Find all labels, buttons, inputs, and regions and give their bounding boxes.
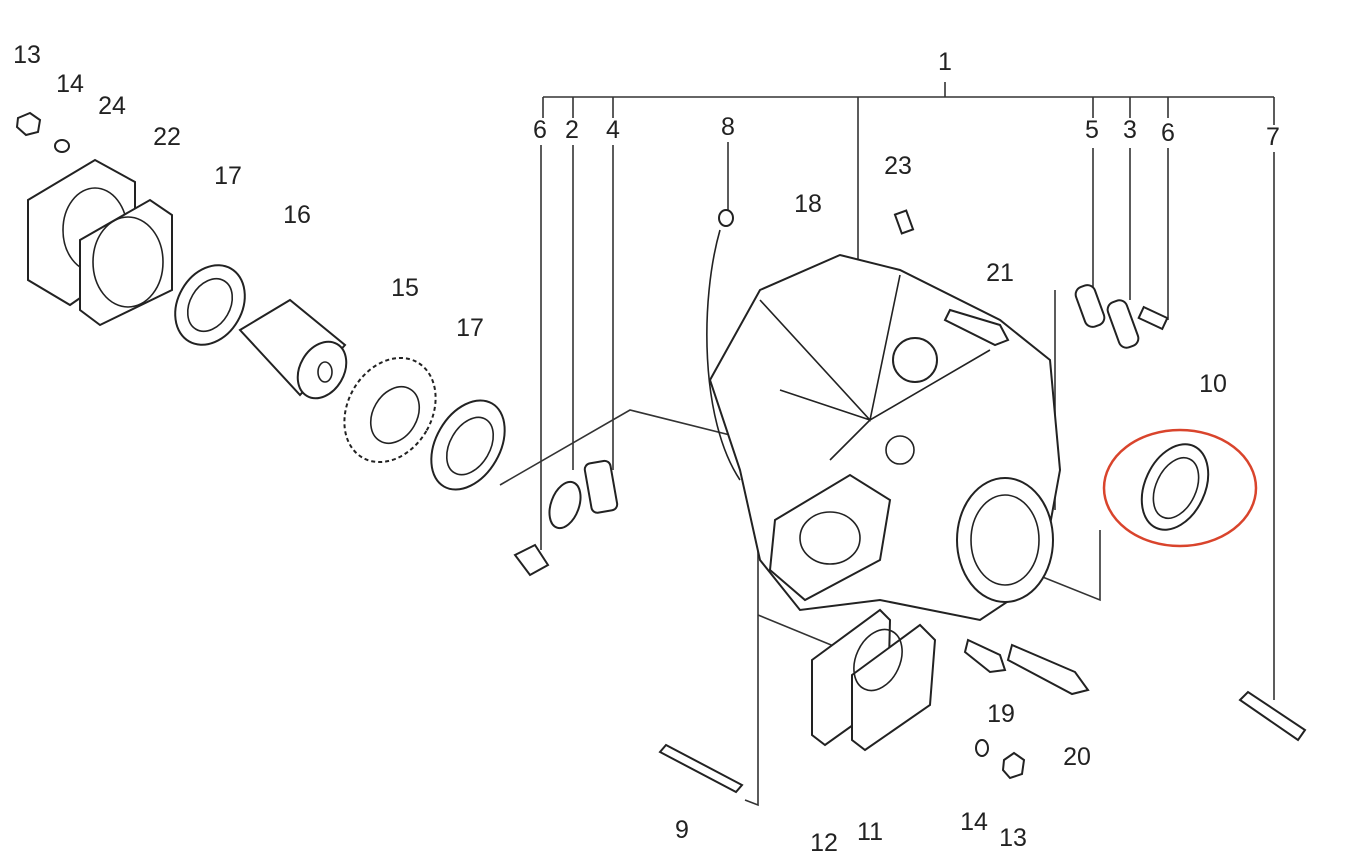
label-23: 23 xyxy=(884,152,912,180)
bolt-19 xyxy=(963,638,1007,674)
label-24: 24 xyxy=(98,92,126,120)
sleeve-16 xyxy=(238,298,348,400)
oring-8 xyxy=(718,209,734,227)
washer-14b xyxy=(975,739,989,757)
label-8: 8 xyxy=(721,113,735,141)
label-12: 12 xyxy=(810,829,838,857)
bolt-21 xyxy=(943,308,1010,347)
stud-7 xyxy=(1238,690,1307,742)
label-5: 5 xyxy=(1085,116,1099,144)
label-6: 6 xyxy=(533,116,547,144)
bearing-17b xyxy=(430,399,506,491)
washer-14 xyxy=(54,139,70,153)
bolt-20 xyxy=(1006,643,1090,696)
label-14-second: 14 xyxy=(960,808,988,836)
label-22: 22 xyxy=(153,123,181,151)
label-7: 7 xyxy=(1266,123,1280,151)
label-4: 4 xyxy=(606,116,620,144)
label-9: 9 xyxy=(675,816,689,844)
label-10: 10 xyxy=(1199,370,1227,398)
pin-23 xyxy=(893,209,915,235)
label-15: 15 xyxy=(391,274,419,302)
plate-3 xyxy=(1106,299,1140,349)
label-13-second: 13 xyxy=(999,824,1027,852)
label-17: 17 xyxy=(214,162,242,190)
seal-10 xyxy=(1140,443,1210,531)
bearing-17a xyxy=(174,264,246,346)
gear-15 xyxy=(343,356,437,464)
label-14: 14 xyxy=(56,70,84,98)
plate-5 xyxy=(1074,284,1106,328)
cover-11 xyxy=(851,623,937,752)
label-1: 1 xyxy=(938,48,952,76)
highlight-circle xyxy=(1102,428,1258,548)
label-2: 2 xyxy=(565,116,579,144)
label-16: 16 xyxy=(283,201,311,229)
label-18: 18 xyxy=(794,190,822,218)
label-11: 11 xyxy=(857,818,883,846)
housing-1 xyxy=(706,229,1062,622)
label-19: 19 xyxy=(987,700,1015,728)
part-labels: 13 14 24 22 17 16 15 17 6 2 4 8 18 1 23 … xyxy=(13,41,1280,857)
label-13: 13 xyxy=(13,41,41,69)
small-gaskets-2-4 xyxy=(513,459,619,577)
nut-13 xyxy=(15,111,42,137)
label-20: 20 xyxy=(1063,743,1091,771)
stud-9 xyxy=(658,743,744,794)
nut-13b xyxy=(1001,751,1026,780)
bolt-6 xyxy=(1137,305,1169,331)
label-3: 3 xyxy=(1123,116,1137,144)
label-6-second: 6 xyxy=(1161,119,1175,147)
label-21: 21 xyxy=(986,259,1014,287)
label-17-second: 17 xyxy=(456,314,484,342)
gasket-22 xyxy=(79,198,173,327)
